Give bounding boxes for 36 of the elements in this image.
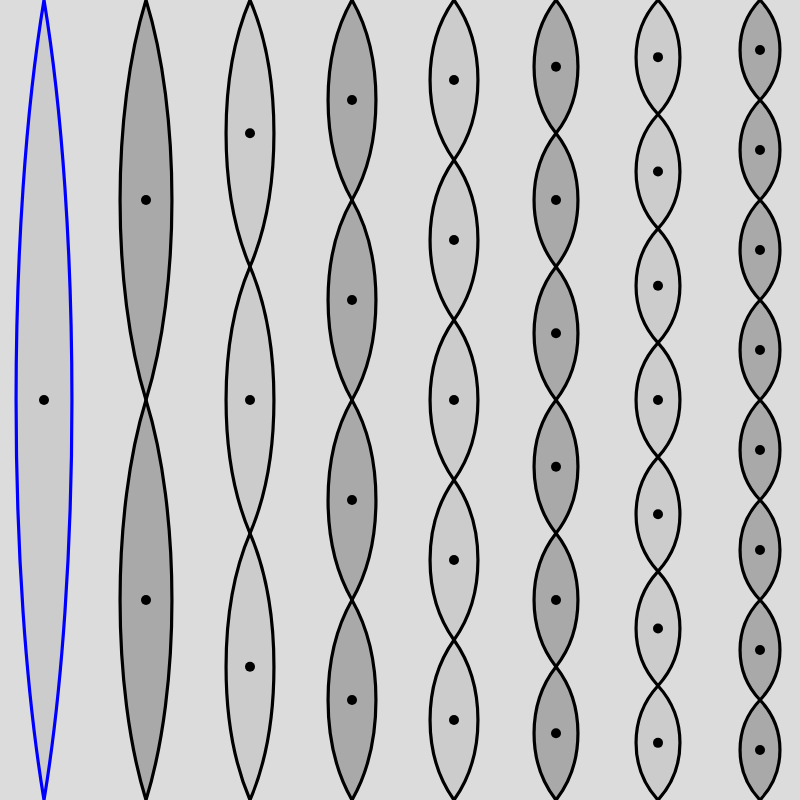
lens-shape [428, 0, 480, 162]
lens-shape [738, 698, 782, 800]
lens-shape [326, 398, 378, 602]
lens-shape [224, 0, 276, 269]
lens-shape [428, 478, 480, 642]
lens-shape [634, 341, 682, 459]
lens-shape [532, 265, 580, 402]
lens-shape [738, 198, 782, 302]
lens-shape [738, 298, 782, 402]
lens-shape [532, 131, 580, 269]
lens-shape [738, 0, 782, 102]
lens-shape [634, 569, 682, 688]
lens-shape [634, 455, 682, 574]
lens-shape [428, 638, 480, 800]
lens-shape [14, 0, 74, 800]
lens-shape [224, 531, 276, 800]
lens-shape [738, 398, 782, 502]
lens-shape [738, 98, 782, 202]
lens-shape [326, 598, 378, 800]
lens-shape [326, 0, 378, 202]
lens-shape [532, 0, 580, 135]
lens-shape [634, 0, 682, 116]
lens-shape [118, 398, 174, 800]
lens-shape [428, 318, 480, 482]
lens-shape [118, 0, 174, 402]
lens-shape [532, 531, 580, 669]
lens-shape [634, 226, 682, 345]
lens-shape [326, 198, 378, 402]
lens-shape [738, 598, 782, 702]
lens-shape [738, 498, 782, 602]
lens-shape [634, 112, 682, 231]
lens-shape [428, 158, 480, 322]
lens-shape [634, 684, 682, 800]
lens-shape [532, 665, 580, 800]
lens-shape [224, 265, 276, 535]
lens-shape [532, 398, 580, 535]
